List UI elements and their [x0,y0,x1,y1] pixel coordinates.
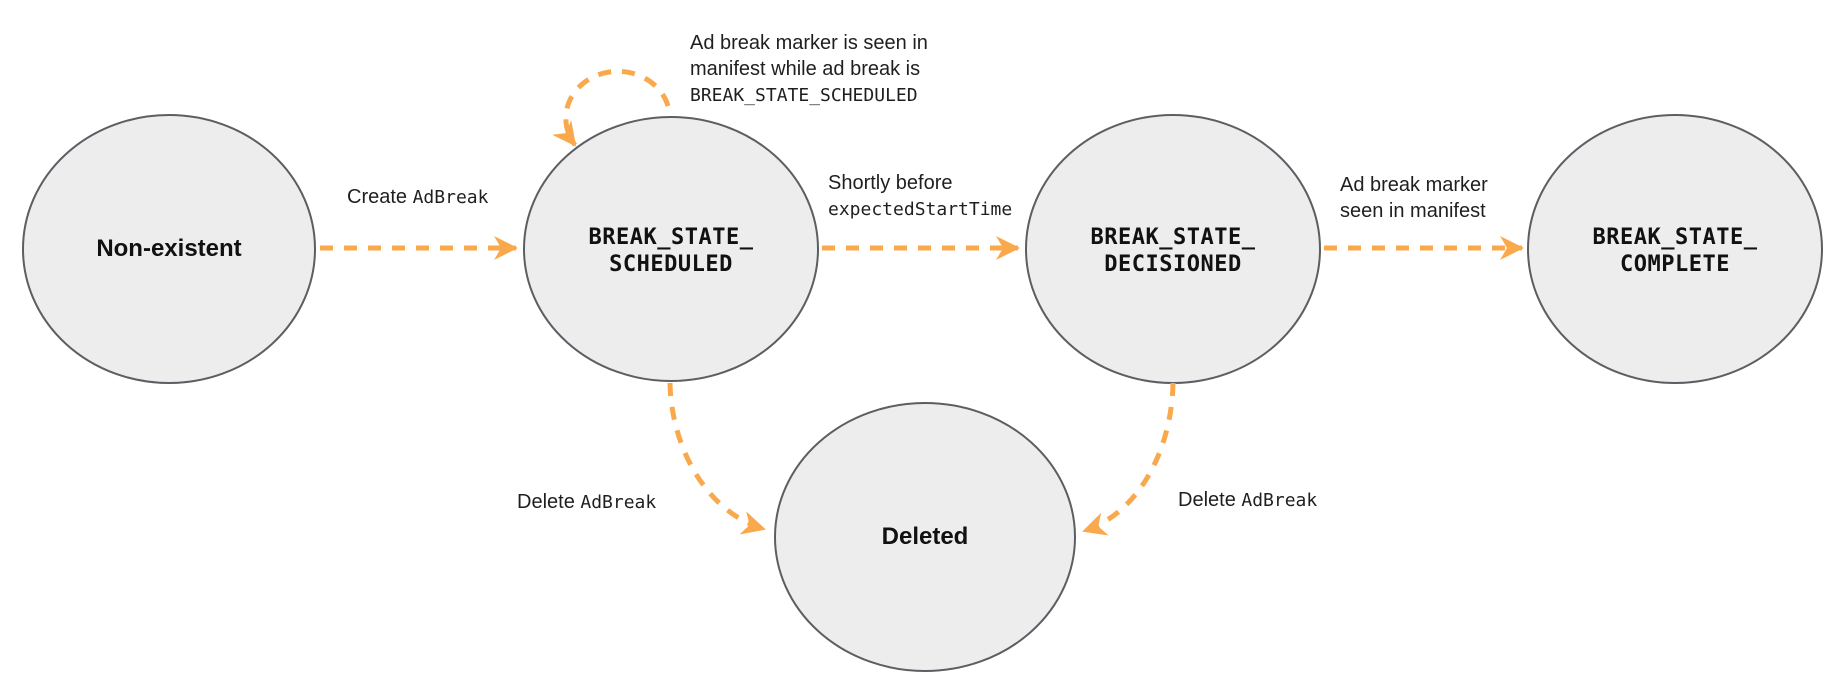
state-circle-deleted [774,402,1076,672]
arrow-self-loop-scheduled [552,68,671,147]
state-label-break-state-complete: BREAK_STATE_ COMPLETE [1528,224,1822,278]
transition-label-create-adbreak: Create AdBreak [347,184,488,211]
label-line: seen in manifest [1340,200,1486,222]
transition-label-marker-seen: Ad break marker seen in manifest [1340,172,1488,224]
label-line: Ad break marker is seen in [690,32,928,54]
arrow-delete-from-decisioned [1082,382,1176,536]
transition-label-self-loop: Ad break marker is seen in manifest whil… [690,30,928,109]
label-text: Create [347,186,413,208]
state-label-line: COMPLETE [1620,252,1730,277]
transition-label-delete-adbreak-right: Delete AdBreak [1178,487,1317,514]
state-circle-break-state-scheduled [523,116,819,382]
arrow-delete-from-scheduled [667,382,766,535]
state-label-break-state-scheduled: BREAK_STATE_ SCHEDULED [524,224,818,278]
state-label-line: DECISIONED [1104,252,1242,277]
label-code: BREAK_STATE_SCHEDULED [690,85,918,106]
state-label-line: BREAK_STATE_ [588,225,754,250]
state-circle-non-existent [22,114,316,384]
transition-label-shortly-before: Shortly before expectedStartTime [828,170,1012,223]
label-code: expectedStartTime [828,199,1013,220]
label-code: AdBreak [580,492,657,513]
state-label-line: BREAK_STATE_ [1090,225,1256,250]
label-code: AdBreak [1241,490,1318,511]
state-label-line: BREAK_STATE_ [1592,225,1758,250]
state-label-break-state-decisioned: BREAK_STATE_ DECISIONED [1026,224,1320,278]
label-line: Shortly before [828,172,953,194]
label-text: Delete [517,491,581,513]
transition-label-delete-adbreak-left: Delete AdBreak [517,489,656,516]
label-code: AdBreak [412,187,489,208]
label-line: manifest while ad break is [690,58,921,80]
state-label-deleted: Deleted [881,523,969,550]
state-label-non-existent: Non-existent [96,235,242,262]
label-text: Delete [1178,489,1242,511]
state-circle-break-state-complete [1527,114,1823,384]
label-line: Ad break marker [1340,174,1488,196]
state-label-line: SCHEDULED [609,252,733,277]
